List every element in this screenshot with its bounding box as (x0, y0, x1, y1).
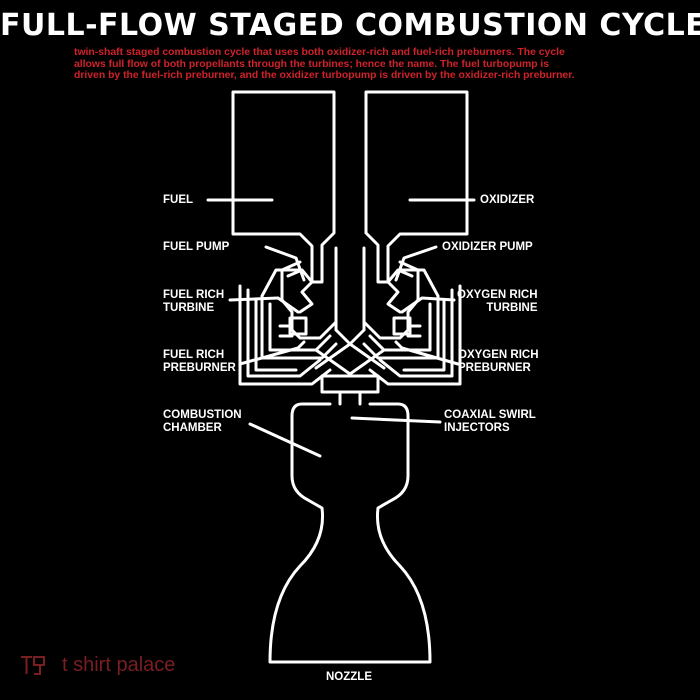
page-title: FULL-FLOW STAGED COMBUSTION CYCLE (0, 8, 700, 43)
label-oxidizer: OXIDIZER (480, 194, 535, 206)
central-shaft (334, 246, 366, 346)
label-line: FUEL RICH (163, 349, 225, 361)
label-combustion-chamber: COMBUSTION CHAMBER (163, 409, 242, 435)
description-line: twin-shaft staged combustion cycle that … (74, 47, 565, 58)
label-line: PREBURNER (458, 362, 531, 374)
leader-fuel-pump (264, 245, 306, 282)
leader-fuel-rich-turbine (228, 296, 300, 314)
label-line: OXYGEN RICH (458, 349, 539, 361)
leader-oxygen-rich-preburner (394, 340, 460, 366)
combustion-chamber (268, 402, 432, 664)
description: twin-shaft staged combustion cycle that … (74, 47, 634, 82)
label-line: INJECTORS (444, 422, 510, 434)
fuel-tank (231, 90, 336, 284)
label-fuel: FUEL (163, 194, 194, 206)
leader-coaxial-swirl-injectors (350, 416, 442, 424)
tsp-logo-icon (21, 656, 45, 675)
description-line: driven by the fuel-rich preburner, and t… (74, 70, 575, 81)
label-coaxial-swirl-injectors: COAXIAL SWIRL INJECTORS (444, 409, 536, 435)
leader-oxygen-rich-turbine (400, 296, 456, 314)
injector-plate (320, 374, 380, 394)
leader-combustion-chamber (248, 422, 322, 458)
leader-oxidizer-pump (394, 245, 438, 282)
label-line: FUEL RICH (163, 289, 225, 301)
leader-fuel-rich-preburner (238, 340, 306, 366)
label-line: COMBUSTION (163, 409, 242, 421)
label-line: TURBINE (163, 302, 215, 314)
label-line: CHAMBER (163, 422, 222, 434)
oxidizer-tank (364, 90, 469, 284)
label-line: COAXIAL SWIRL (444, 409, 536, 421)
label-fuel-pump: FUEL PUMP (163, 241, 230, 253)
brand-name: t shirt palace (62, 654, 176, 676)
label-fuel-rich-turbine: FUEL RICH TURBINE (163, 289, 224, 315)
oxidizer-turbopump (362, 260, 420, 340)
label-line: PREBURNER (163, 362, 236, 374)
label-oxygen-rich-turbine: OXYGEN RICH TURBINE (457, 289, 538, 315)
description-line: allows full flow of both propellants thr… (74, 58, 550, 70)
label-oxygen-rich-preburner: OXYGEN RICH PREBURNER (458, 349, 539, 375)
label-line: OXYGEN RICH (457, 289, 538, 301)
label-line: TURBINE (486, 302, 538, 314)
label-oxidizer-pump: OXIDIZER PUMP (442, 241, 533, 253)
fuel-turbopump (280, 260, 338, 340)
label-fuel-rich-preburner: FUEL RICH PREBURNER (163, 349, 236, 375)
label-nozzle: NOZZLE (326, 671, 372, 683)
